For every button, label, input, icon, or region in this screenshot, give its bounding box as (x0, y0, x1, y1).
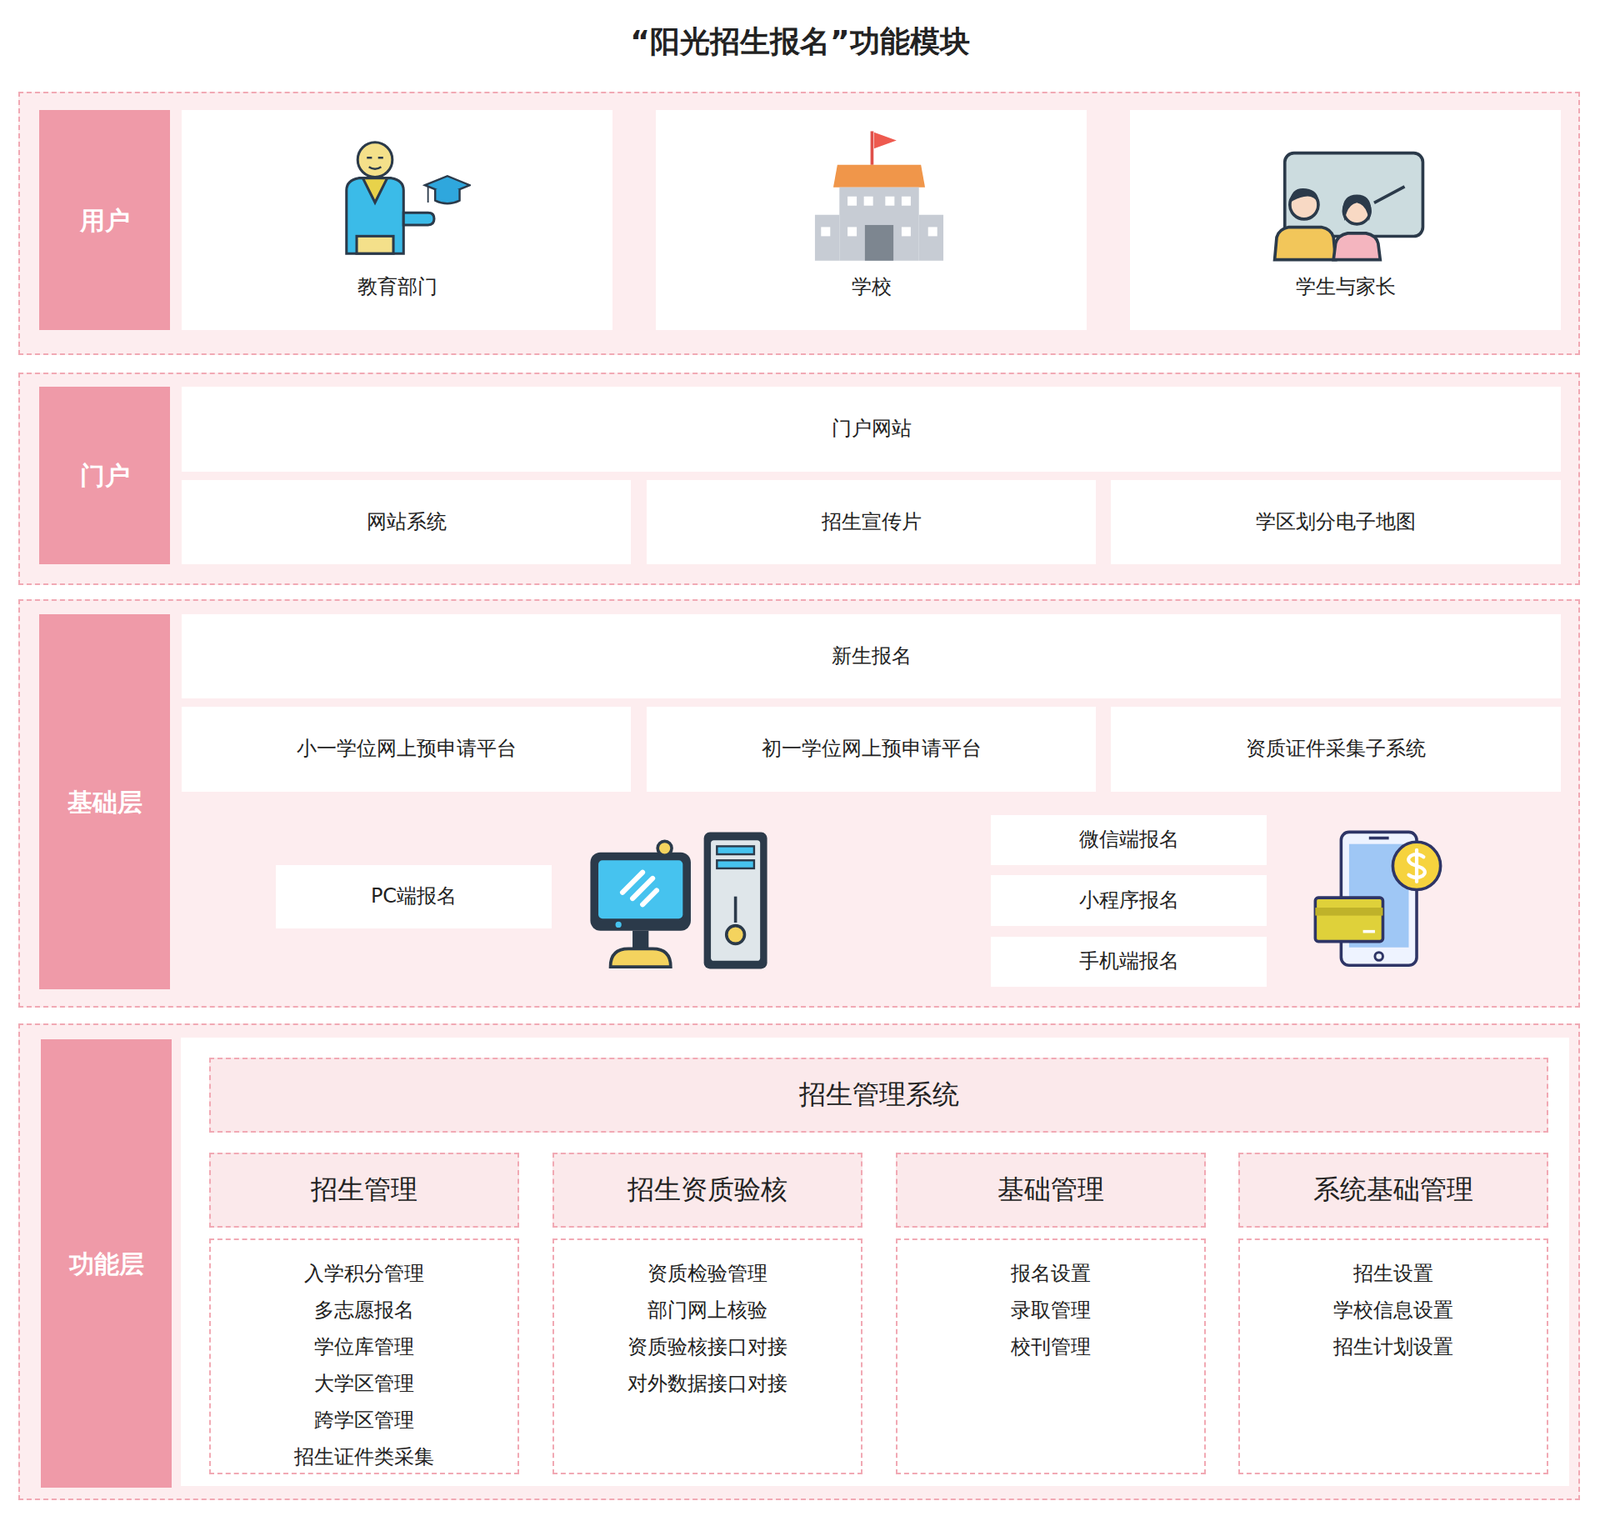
box-label: PC端报名 (370, 883, 457, 910)
layer-label-text: 门户 (80, 459, 130, 492)
box-label: 学校 (851, 274, 892, 300)
list-item: 对外数据接口对接 (627, 1365, 788, 1402)
layer-label-text: 功能层 (69, 1247, 145, 1280)
function-box: 手机端报名 (990, 936, 1267, 987)
list-item: 入学积分管理 (304, 1255, 425, 1292)
box-label: 小一学位网上预申请平台 (296, 735, 517, 762)
list-item: 招生计划设置 (1333, 1328, 1454, 1365)
students-board-icon (1272, 150, 1425, 262)
box-label: 初一学位网上预申请平台 (761, 735, 982, 762)
layer-label: 功能层 (40, 1039, 172, 1488)
list-item: 报名设置 (1010, 1255, 1091, 1292)
function-box: 门户网站 (181, 386, 1561, 472)
box-label: 教育部门 (357, 274, 438, 300)
layer-band: 门户 门户网站网站系统 招生宣传片 学区划分电子地图 (18, 372, 1580, 585)
function-box: 网站系统 (181, 480, 631, 565)
box-label: 学区划分电子地图 (1255, 509, 1416, 535)
function-box: 微信端报名 (990, 815, 1267, 865)
list-item: 招生设置 (1353, 1255, 1434, 1292)
layer-label: 用户 (39, 110, 170, 330)
function-box: 小一学位网上预申请平台 (181, 706, 631, 792)
module-list: 入学积分管理多志愿报名学位库管理大学区管理跨学区管理招生证件类采集 (209, 1238, 520, 1475)
box-label: 招生资质验核 (627, 1172, 788, 1208)
list-item: 录取管理 (1010, 1291, 1091, 1329)
user-card: 学校 (655, 110, 1087, 330)
diagram-title: “阳光招生报名”功能模块 (0, 21, 1600, 63)
function-box: 学区划分电子地图 (1110, 480, 1561, 565)
layer-label: 基础层 (39, 614, 170, 990)
box-label: 招生管理 (310, 1172, 418, 1208)
user-card: 学生与家长 (1130, 110, 1561, 330)
box-label: 小程序报名 (1079, 887, 1180, 914)
box-label: 微信端报名 (1079, 826, 1180, 853)
module-header: 招生资质验核 (552, 1152, 863, 1228)
module-list: 资质检验管理部门网上核验资质验核接口对接对外数据接口对接 (552, 1238, 863, 1475)
phone-payment-icon (1312, 830, 1444, 970)
function-box: PC端报名 (275, 865, 552, 929)
teacher-icon (338, 139, 471, 257)
layer-band: 用户 教育部门 学校 学生与家长 (18, 91, 1580, 355)
box-label: 学生与家长 (1295, 274, 1396, 300)
list-item: 招生证件类采集 (294, 1438, 435, 1475)
box-label: 手机端报名 (1079, 948, 1180, 975)
function-box: 新生报名 (181, 614, 1561, 699)
list-item: 大学区管理 (314, 1365, 415, 1402)
layer-band: 功能层招生管理系统招生管理入学积分管理多志愿报名学位库管理大学区管理跨学区管理招… (18, 1023, 1580, 1500)
box-label: 系统基础管理 (1313, 1172, 1474, 1208)
box-label: 门户网站 (831, 415, 912, 442)
list-item: 跨学区管理 (314, 1401, 415, 1439)
module-header: 基础管理 (895, 1152, 1206, 1228)
function-box: 招生宣传片 (646, 480, 1096, 565)
module-header: 招生管理 (209, 1152, 520, 1228)
layer-label-text: 用户 (80, 204, 130, 237)
school-icon (812, 129, 946, 262)
module-header: 系统基础管理 (1238, 1152, 1549, 1228)
list-item: 部门网上核验 (647, 1291, 768, 1329)
list-item: 资质验核接口对接 (627, 1328, 788, 1365)
system-box: 招生管理系统 (209, 1057, 1549, 1133)
box-label: 招生宣传片 (821, 509, 922, 535)
box-label: 新生报名 (831, 643, 912, 670)
box-label: 基础管理 (997, 1172, 1105, 1208)
box-label: 资质证件采集子系统 (1245, 735, 1426, 762)
user-card: 教育部门 (181, 110, 613, 330)
layer-label: 门户 (39, 386, 170, 565)
function-box: 小程序报名 (990, 875, 1267, 926)
list-item: 学位库管理 (314, 1328, 415, 1365)
module-list: 招生设置学校信息设置招生计划设置 (1238, 1238, 1549, 1475)
list-item: 多志愿报名 (314, 1291, 415, 1329)
module-list: 报名设置录取管理校刊管理 (895, 1238, 1206, 1475)
list-item: 校刊管理 (1010, 1328, 1091, 1365)
box-label: 招生管理系统 (799, 1077, 960, 1113)
function-box: 初一学位网上预申请平台 (646, 706, 1096, 792)
computer-icon (588, 830, 770, 971)
layer-band: 基础层 新生报名小一学位网上预申请平台 初一学位网上预申请平台 资质证件采集子系统 PC… (18, 599, 1580, 1008)
list-item: 资质检验管理 (647, 1255, 768, 1292)
list-item: 学校信息设置 (1333, 1291, 1454, 1329)
layer-label-text: 基础层 (67, 785, 143, 819)
box-label: 网站系统 (366, 509, 447, 535)
function-box: 资质证件采集子系统 (1110, 706, 1561, 792)
